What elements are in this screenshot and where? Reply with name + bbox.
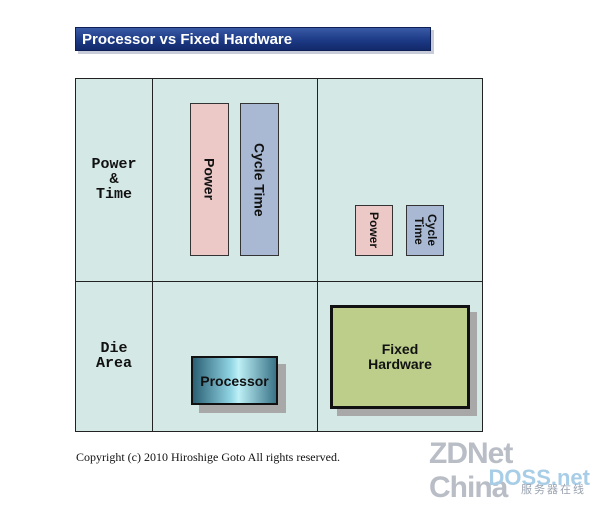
diagram-title: Processor vs Fixed Hardware bbox=[75, 27, 431, 51]
watermark-bottom-text: 服务器在线 bbox=[521, 484, 586, 496]
processor-cycle-time-label: Cycle Time bbox=[251, 142, 268, 217]
fixed-power-bar: Power bbox=[355, 205, 393, 256]
watermark-logo: ZDNet China DOSS.net 服务器在线 bbox=[429, 437, 594, 504]
fixed-cycle-time-label: Cycle Time bbox=[412, 214, 439, 247]
processor-power-label: Power bbox=[201, 158, 218, 201]
fixed-hardware-box: Fixed Hardware bbox=[330, 305, 470, 409]
row-label-die-area: Die Area bbox=[95, 340, 132, 372]
grid-divider-col2 bbox=[317, 79, 318, 431]
processor-cycle-time-bar: Cycle Time bbox=[240, 103, 279, 256]
grid-divider-col1 bbox=[152, 79, 153, 431]
fixed-power-label: Power bbox=[367, 212, 381, 249]
watermark-mid-text: DOSS.net bbox=[488, 465, 590, 490]
watermark-top-text: ZDNet China bbox=[429, 437, 513, 504]
processor-box: Processor bbox=[191, 356, 278, 405]
copyright-text: Copyright (c) 2010 Hiroshige Goto All ri… bbox=[76, 450, 340, 464]
row-label-power-time: Power & Time bbox=[91, 156, 137, 203]
processor-power-bar: Power bbox=[190, 103, 229, 256]
fixed-cycle-time-bar: Cycle Time bbox=[406, 205, 444, 256]
grid-divider-row bbox=[76, 281, 482, 282]
comparison-grid: Power & Time Die Area Power Cycle Time P… bbox=[75, 78, 483, 432]
